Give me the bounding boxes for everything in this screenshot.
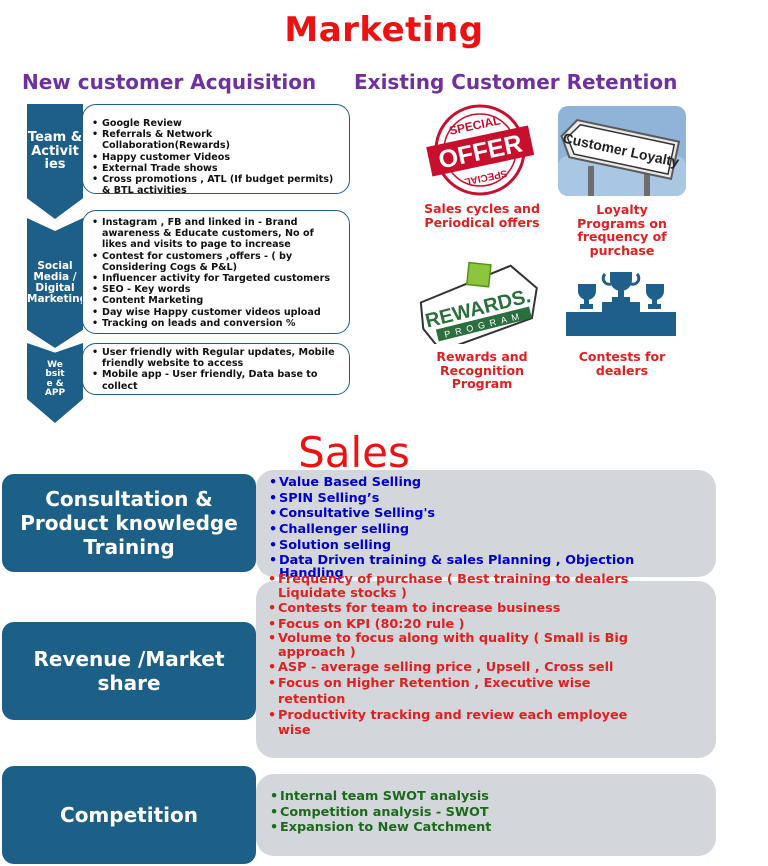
list-item: User friendly with Regular updates, Mobi…: [92, 347, 341, 369]
list-item: Influencer activity for Targeted custome…: [92, 273, 341, 284]
list-item: Productivity tracking and review each em…: [268, 708, 648, 739]
acquisition-heading: New customer Acquisition: [22, 70, 317, 94]
page-title: Marketing: [284, 10, 484, 50]
section-label-team: Team & Activit ies: [27, 130, 83, 173]
list-item: Competition analysis - SWOT: [270, 805, 650, 821]
chevron-social: [27, 218, 83, 348]
list-item: Frequency of purchase ( Best training to…: [268, 573, 648, 601]
list-item: Contests for team to increase business: [268, 601, 648, 617]
list-item: Contest for customers ,offers - ( by Con…: [92, 251, 341, 273]
competition-label-box: Competition: [2, 766, 256, 864]
list-item: SEO - Key words: [92, 284, 341, 295]
list-item: Google Review: [92, 118, 341, 129]
list-item: Challenger selling: [269, 522, 659, 538]
list-item: Expansion to New Catchment: [270, 820, 650, 836]
consultation-label-box: Consultation & Product knowledge Trainin…: [2, 474, 256, 572]
list-item: Happy customer Videos: [92, 152, 341, 163]
list-item: Instagram , FB and linked in - Brand awa…: [92, 217, 341, 251]
list-item: Focus on KPI (80:20 rule ): [268, 617, 648, 633]
list-item: Solution selling: [269, 538, 659, 554]
list-item: Tracking on leads and conversion %: [92, 318, 341, 329]
special-offer-image: OFFER SPECIAL SPECIAL: [426, 104, 535, 196]
list-item: Referrals & Network Collaboration(Reward…: [92, 129, 341, 151]
list-item: Value Based Selling: [269, 475, 659, 491]
list-item: Consultative Selling's: [269, 506, 659, 522]
retention-caption-offers: Sales cycles and Periodical offers: [424, 201, 540, 230]
list-item: Day wise Happy customer videos upload: [92, 307, 341, 318]
retention-caption-rewards: Rewards and Recognition Program: [436, 349, 528, 391]
list-item: Content Marketing: [92, 295, 341, 306]
retention-heading: Existing Customer Retention: [354, 70, 678, 94]
list-item: ASP - average selling price , Upsell , C…: [268, 660, 648, 676]
list-item: SPIN Selling’s: [269, 491, 659, 507]
website-app-box: User friendly with Regular updates, Mobi…: [82, 343, 350, 395]
list-item: Focus on Higher Retention , Executive wi…: [268, 676, 648, 707]
list-item: Mobile app - User friendly, Data base to…: [92, 369, 341, 391]
list-item: Volume to focus along with quality ( Sma…: [268, 632, 648, 660]
retention-caption-contests: Contests for dealers: [578, 349, 666, 378]
list-item: Internal team SWOT analysis: [270, 789, 650, 805]
customer-loyalty-sign-image: Customer Loyalty: [558, 106, 686, 196]
revenue-label-box: Revenue /Market share: [2, 622, 256, 720]
chevron-team: [27, 104, 83, 219]
trophies-podium-image: [566, 272, 676, 336]
team-activities-box: Google Review Referrals & Network Collab…: [82, 104, 350, 196]
retention-caption-loyalty: Loyalty Programs on frequency of purchas…: [577, 202, 667, 258]
section-label-website: We bsit e & APP: [44, 360, 66, 399]
section-label-social: Social Media / Digital Marketing: [27, 260, 88, 306]
consultation-label: Consultation & Product knowledge Trainin…: [20, 487, 238, 559]
competition-list: Internal team SWOT analysis Competition …: [270, 789, 650, 836]
revenue-label: Revenue /Market share: [33, 647, 225, 695]
sales-title: Sales: [298, 428, 410, 477]
social-media-box: Instagram , FB and linked in - Brand awa…: [82, 210, 350, 334]
consultation-list: Value Based Selling SPIN Selling’s Consu…: [269, 475, 659, 580]
list-item: External Trade shows: [92, 163, 341, 174]
rewards-program-tag-image: REWARDS. PROGRAM: [419, 261, 538, 344]
list-item: Cross promotions , ATL (If budget permit…: [92, 174, 341, 196]
revenue-list: Frequency of purchase ( Best training to…: [268, 573, 648, 739]
competition-label: Competition: [60, 803, 198, 827]
